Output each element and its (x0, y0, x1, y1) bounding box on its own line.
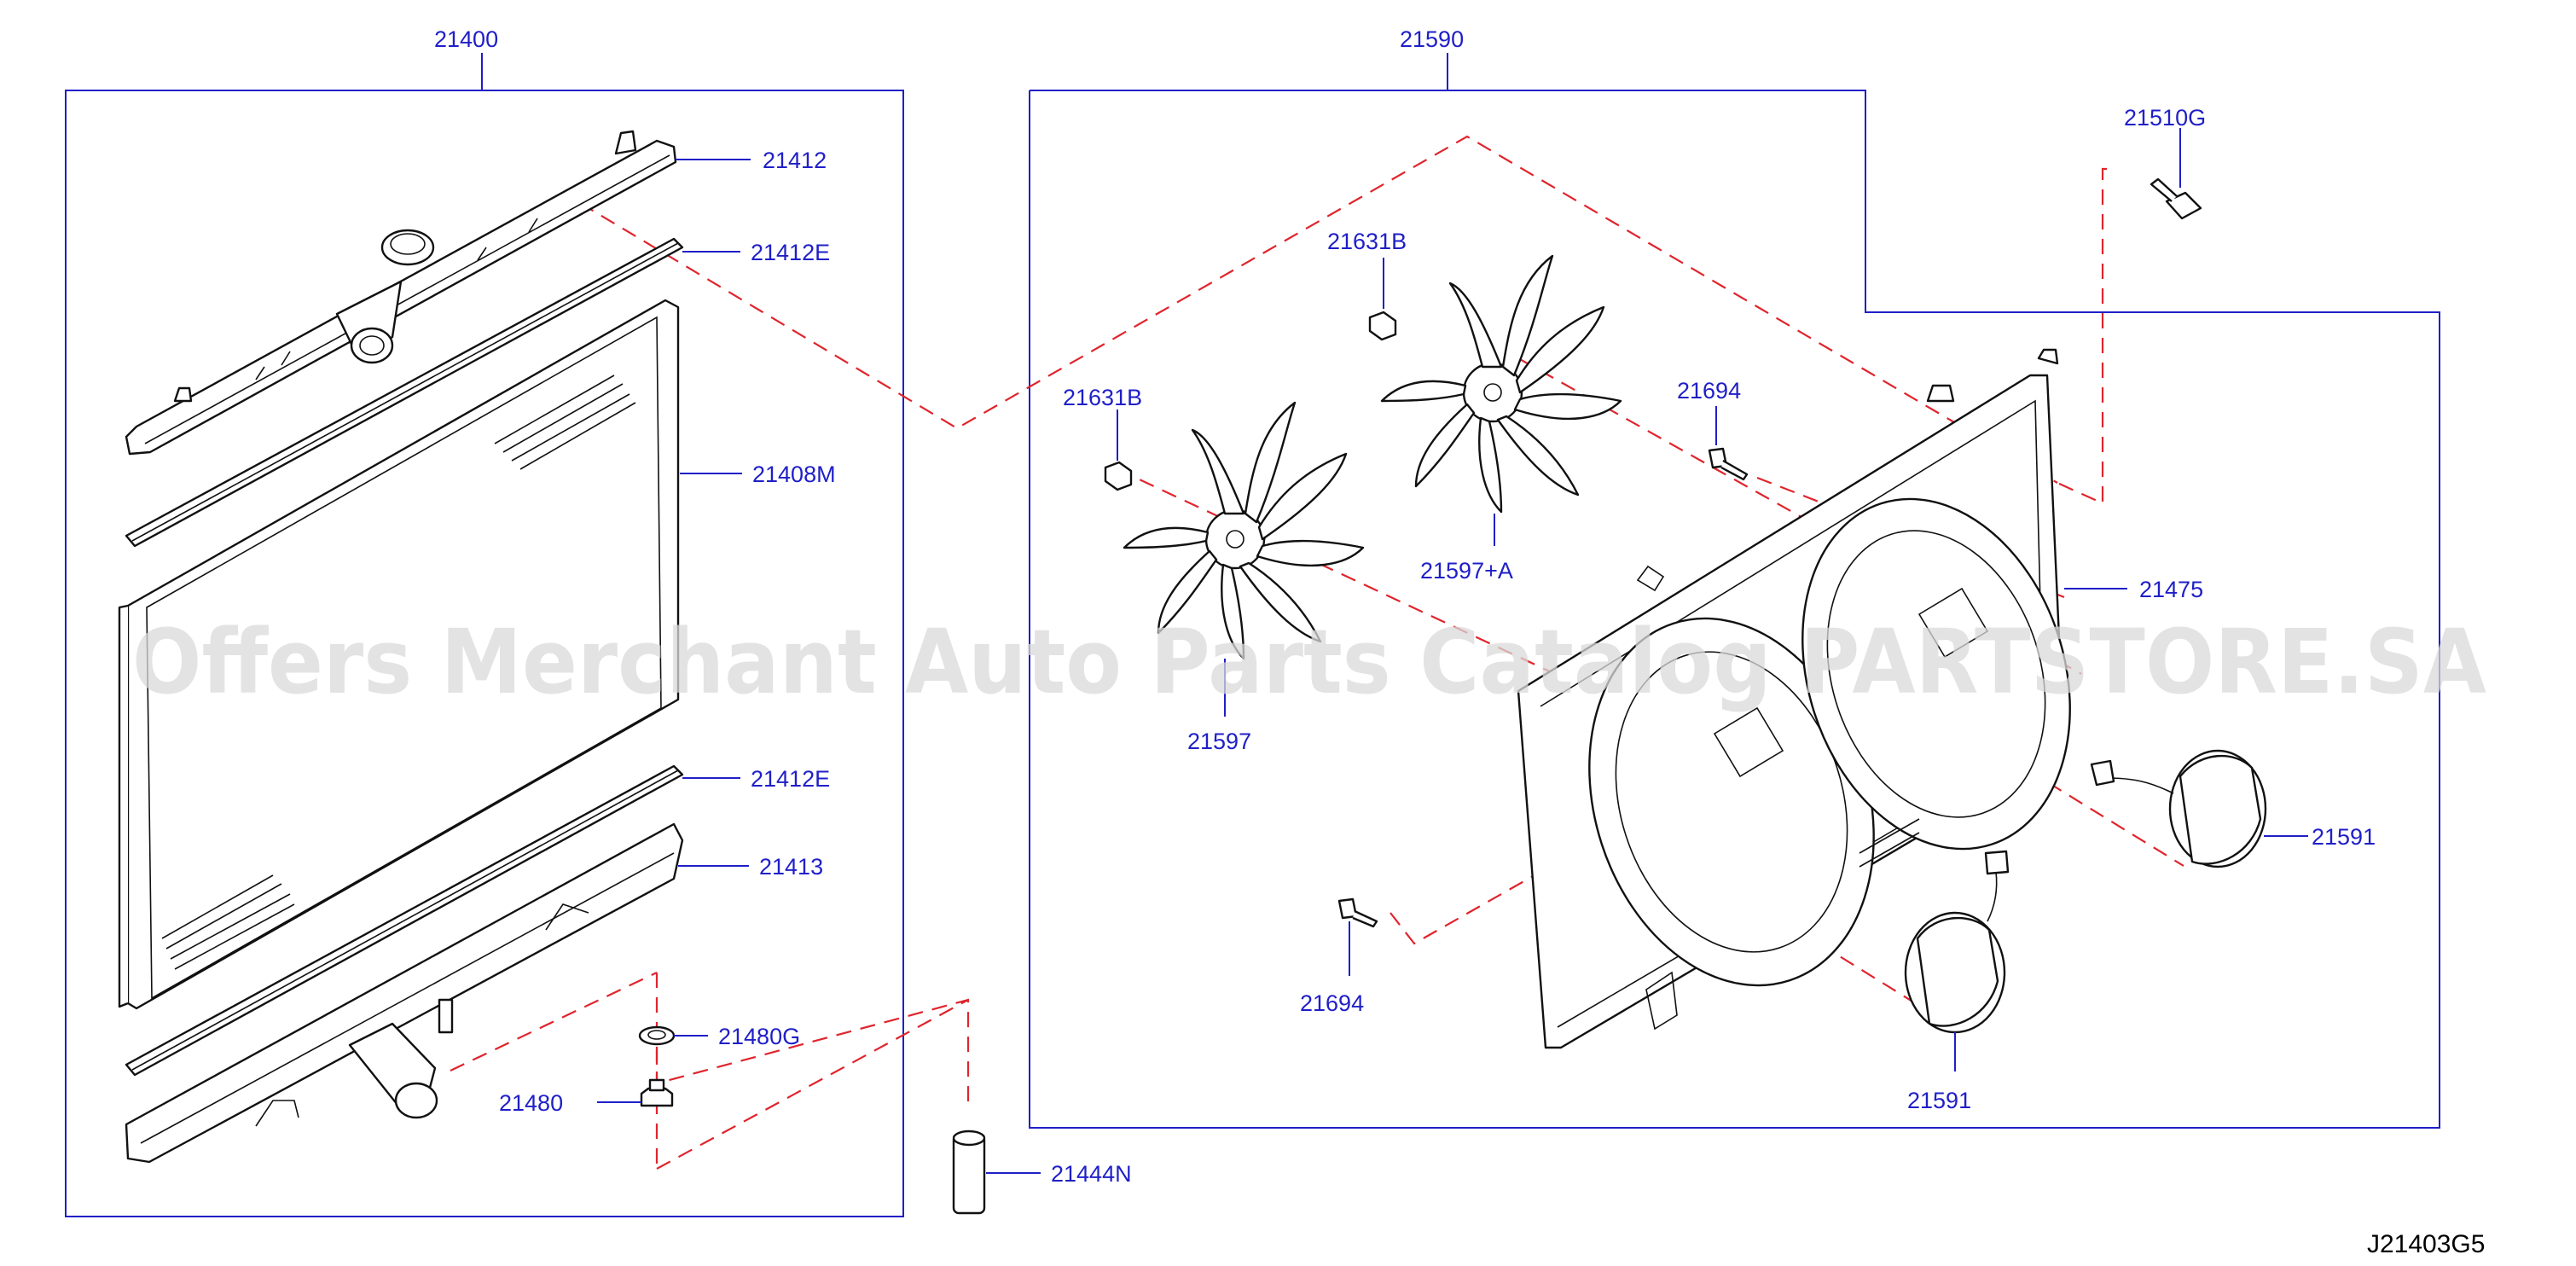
fan-shroud-21475[interactable] (1517, 348, 2114, 1049)
nut-21631B-upper[interactable] (1368, 311, 1397, 341)
label-21480[interactable]: 21480 (499, 1090, 563, 1116)
drain-plug-gasket-21480G[interactable] (638, 1025, 676, 1046)
upper-seal-21412E[interactable] (125, 237, 684, 548)
label-21631B-lower[interactable]: 21631B (1063, 385, 1142, 410)
label-21412[interactable]: 21412 (763, 148, 827, 173)
part-labels: 21400 21590 21412 21412E 21408M 21412E 2… (434, 26, 2376, 1187)
nut-21631B-lower[interactable] (1104, 461, 1133, 491)
label-21412E-bottom[interactable]: 21412E (751, 766, 830, 792)
label-21591-bottom[interactable]: 21591 (1907, 1088, 1971, 1113)
leader-lines (597, 128, 2308, 1174)
radiator-group-frame (65, 53, 904, 1217)
drain-plug-21480[interactable] (640, 1078, 674, 1107)
spacer-21444N[interactable] (952, 1130, 986, 1215)
label-21400[interactable]: 21400 (434, 26, 498, 52)
label-21412E-top[interactable]: 21412E (751, 240, 830, 265)
label-21694-lower[interactable]: 21694 (1300, 990, 1364, 1016)
label-21480G[interactable]: 21480G (718, 1024, 800, 1049)
label-21631B-upper[interactable]: 21631B (1327, 229, 1407, 254)
watermark-text: Offers Merchant Auto Parts Catalog PARTS… (132, 610, 2486, 714)
label-21590[interactable]: 21590 (1400, 26, 1464, 52)
lower-seal-21412E[interactable] (125, 764, 684, 1077)
diagram-code: J21403G5 (2367, 1230, 2485, 1258)
fan-motor-21591-right[interactable] (2090, 749, 2267, 868)
lower-tank-21413[interactable] (125, 822, 684, 1164)
bolt-21510G[interactable] (2150, 177, 2202, 220)
fan-motor-21591-bottom[interactable] (1904, 850, 2010, 1034)
radiator-core-21408M[interactable] (118, 299, 680, 1010)
label-21597A[interactable]: 21597+A (1420, 558, 1513, 584)
label-21591-right[interactable]: 21591 (2312, 824, 2376, 850)
label-21510G[interactable]: 21510G (2124, 105, 2206, 131)
upper-tank-21412[interactable] (125, 130, 677, 456)
label-21444N[interactable]: 21444N (1051, 1161, 1132, 1187)
bolt-21694-upper[interactable] (1708, 447, 1749, 481)
fan-shroud-group-frame (1029, 53, 2440, 1129)
fan-blade-21597[interactable] (1123, 401, 1365, 660)
label-21694-upper[interactable]: 21694 (1677, 378, 1741, 404)
label-21413[interactable]: 21413 (759, 854, 823, 880)
label-21475[interactable]: 21475 (2139, 577, 2203, 602)
label-21408M[interactable]: 21408M (752, 462, 836, 487)
label-21597[interactable]: 21597 (1187, 729, 1251, 754)
bolt-21694-lower[interactable] (1337, 897, 1378, 928)
fan-blade-21597A[interactable] (1380, 254, 1622, 514)
